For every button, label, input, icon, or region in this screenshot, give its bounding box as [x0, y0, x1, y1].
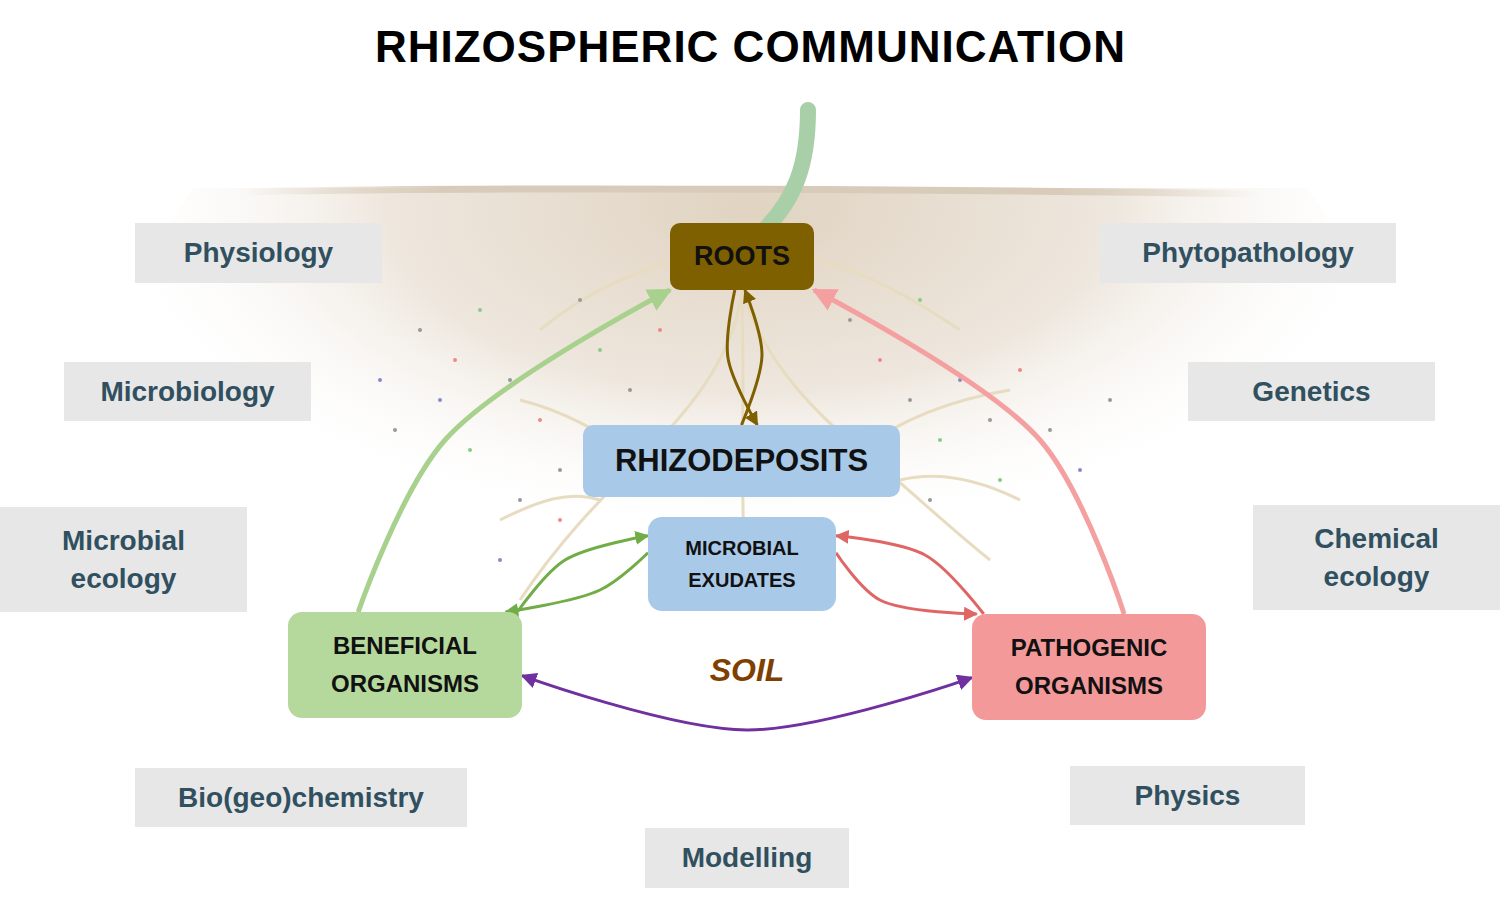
particle: [998, 478, 1002, 482]
sky-area: [0, 0, 1501, 188]
free-label: SOIL: [667, 652, 827, 689]
particle: [468, 448, 472, 452]
discipline-box: Phytopathology: [1100, 223, 1396, 283]
node-text: ROOTS: [694, 241, 790, 272]
root-line: [900, 476, 1020, 500]
particle: [918, 298, 922, 302]
connector-arrow: [727, 290, 757, 425]
node-text: Genetics: [1252, 373, 1370, 411]
root-lines: [500, 250, 1020, 600]
discipline-box: Chemical ecology: [1253, 505, 1500, 610]
particle: [453, 358, 457, 362]
exudates-box: MICROBIAL EXUDATES: [648, 517, 836, 611]
particle: [438, 398, 442, 402]
particle: [628, 388, 632, 392]
connector-arrow: [506, 553, 648, 612]
particle: [478, 308, 482, 312]
root-line: [800, 255, 960, 330]
node-text: Bio(geo)chemistry: [178, 779, 424, 817]
discipline-box: Physics: [1070, 766, 1305, 825]
organism-box: PATHOGENIC ORGANISMS: [972, 614, 1206, 720]
particle: [508, 378, 512, 382]
node-text: BENEFICIAL ORGANISMS: [296, 627, 514, 704]
particle: [1108, 398, 1112, 402]
connector-arrow: [836, 536, 984, 614]
node-text: Microbial ecology: [8, 522, 239, 598]
particle: [393, 428, 397, 432]
discipline-box: Bio(geo)chemistry: [135, 768, 467, 827]
diagram-title: RHIZOSPHERIC COMMUNICATION: [0, 22, 1501, 72]
node-text: Physics: [1135, 777, 1241, 815]
particle: [1018, 368, 1022, 372]
particle: [1078, 468, 1082, 472]
particle: [848, 318, 852, 322]
discipline-box: Physiology: [135, 223, 382, 283]
particle: [538, 418, 542, 422]
particle: [598, 348, 602, 352]
connector-arrow: [517, 536, 648, 612]
node-text: Physiology: [184, 234, 333, 272]
particle: [498, 558, 502, 562]
node-text: Modelling: [682, 839, 813, 877]
connector-arrow: [836, 553, 977, 614]
discipline-box: Genetics: [1188, 362, 1435, 421]
particle: [658, 328, 662, 332]
roots-box: ROOTS: [670, 223, 814, 290]
node-text: Phytopathology: [1142, 234, 1354, 272]
particle: [378, 378, 382, 382]
particle: [878, 358, 882, 362]
particle: [518, 498, 522, 502]
node-text: PATHOGENIC ORGANISMS: [980, 629, 1198, 706]
particle: [558, 518, 562, 522]
discipline-box: Microbiology: [64, 362, 311, 421]
soil-surface: [240, 189, 1260, 194]
particle: [558, 468, 562, 472]
particle: [988, 418, 992, 422]
rhizodeposits-box: RHIZODEPOSITS: [583, 425, 900, 497]
discipline-box: Microbial ecology: [0, 507, 247, 612]
particle: [1048, 428, 1052, 432]
particle: [578, 298, 582, 302]
discipline-box: Modelling: [645, 828, 849, 888]
plant-stem: [762, 110, 808, 232]
organism-box: BENEFICIAL ORGANISMS: [288, 612, 522, 718]
root-line: [500, 496, 600, 520]
node-text: MICROBIAL EXUDATES: [656, 532, 828, 596]
particle: [908, 398, 912, 402]
node-text: Microbiology: [100, 373, 274, 411]
particle: [418, 328, 422, 332]
node-text: RHIZODEPOSITS: [615, 443, 868, 479]
connector-arrow: [742, 290, 763, 425]
particle: [958, 378, 962, 382]
particle: [938, 438, 942, 442]
node-text: Chemical ecology: [1261, 520, 1492, 596]
particle: [928, 498, 932, 502]
